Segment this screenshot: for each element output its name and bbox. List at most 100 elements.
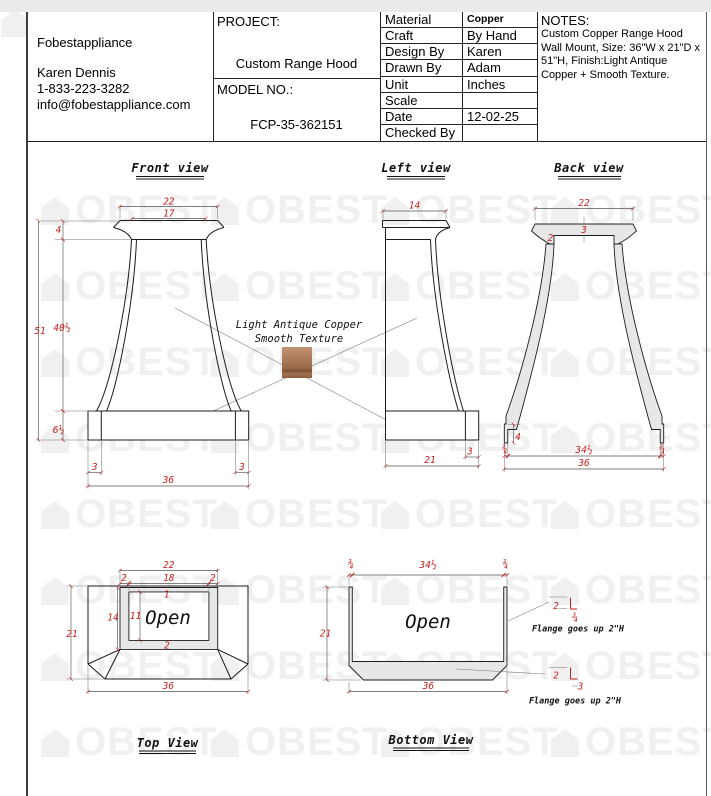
dim-label: 40½ — [53, 323, 70, 334]
dim-label: 22 — [578, 198, 590, 209]
finish-label: Light Antique Copper — [236, 319, 363, 331]
watermark-text: OBEST — [75, 188, 218, 232]
house-icon — [211, 272, 239, 301]
model-value: FCP-35-362151 — [250, 117, 343, 132]
watermark-text: OBEST — [415, 492, 558, 536]
watermark-text: OBEST — [585, 720, 711, 764]
bottom-view: Bottom View Open ¾ 34½ ¾ 21 36 2 ¾ Flang… — [320, 559, 625, 751]
house-icon — [1, 8, 29, 37]
spec-row: Checked By — [380, 125, 537, 141]
page-top-strip — [0, 0, 711, 12]
house-icon — [211, 196, 239, 225]
spec-row: Design By Karen — [380, 44, 537, 61]
dim-label: 34½ — [574, 445, 592, 456]
dim-label: 6½ — [53, 425, 65, 436]
dim-label: 3 — [580, 225, 587, 236]
spec-row: Unit Inches — [380, 77, 537, 93]
house-icon — [41, 500, 69, 529]
watermark: OBEST — [210, 720, 388, 765]
spec-label: Design By — [385, 44, 445, 60]
house-icon — [211, 728, 239, 757]
watermark-text: OBEST — [245, 416, 388, 460]
notes-label: NOTES: — [541, 13, 590, 28]
spec-label: Unit — [385, 76, 409, 92]
house-icon — [41, 196, 69, 225]
finish-callout: Light Antique Copper Smooth Texture — [164, 307, 418, 434]
view-title: Left view — [381, 161, 451, 175]
dim-label: 2 — [164, 641, 170, 652]
watermark: OBEST — [550, 568, 711, 613]
view-title: Front view — [131, 161, 209, 175]
house-icon — [551, 576, 579, 605]
dim-label: 2 — [121, 573, 127, 584]
flange-note: Flange goes up 2"H — [529, 697, 622, 707]
left-view: Left view 14 3 21 — [380, 161, 481, 469]
flange-note: Flange goes up 2"H — [532, 625, 625, 635]
spec-label: Date — [385, 108, 413, 124]
watermark-text: OBEST — [75, 644, 218, 688]
watermark-text: OBEST — [245, 188, 388, 232]
dim-label: 14 — [409, 201, 421, 212]
house-icon — [551, 424, 579, 453]
house-icon — [551, 500, 579, 529]
dim-label: 21 — [66, 629, 77, 640]
view-title: Back view — [553, 161, 624, 175]
divider — [537, 12, 538, 141]
spec-value: Copper — [467, 13, 504, 25]
open-label: Open — [145, 607, 191, 629]
top-view: Top View Open 22 2 18 2 1 14 11 21 2 36 — [66, 560, 251, 754]
watermark-text: OBEST — [75, 340, 218, 384]
house-icon — [551, 652, 579, 681]
flange-callout-top: 2 ¾ Flange goes up 2"H — [507, 596, 625, 635]
model-label: MODEL NO.: — [217, 82, 294, 97]
dim-label: 36 — [422, 681, 435, 692]
dim-label: 36 — [162, 475, 175, 486]
title-block: Fobestappliance Karen Dennis 1-833-223-3… — [27, 12, 706, 142]
watermark-text: OBEST — [585, 644, 711, 688]
house-icon — [41, 652, 69, 681]
dim-label: 34½ — [418, 560, 436, 571]
dim-label: 2 — [548, 233, 554, 244]
watermark: OBEST — [380, 264, 558, 309]
page-border-right — [706, 12, 707, 796]
dim-label: 4 — [515, 432, 521, 443]
dim-label: ¾ — [502, 559, 508, 570]
project-value: Custom Range Hood — [235, 56, 358, 71]
house-icon — [381, 728, 409, 757]
dim-label: 36 — [162, 681, 175, 692]
dim-label: 2 — [210, 573, 216, 584]
dim-label: 2 — [553, 671, 559, 682]
finish-label: Smooth Texture — [255, 333, 344, 345]
watermark: OBEST — [380, 492, 558, 537]
spec-value: Karen — [467, 44, 502, 60]
house-icon — [381, 272, 409, 301]
house-icon — [381, 576, 409, 605]
watermark: OBEST — [40, 340, 218, 385]
open-label: Open — [405, 611, 451, 633]
spec-row: Date 12-02-25 — [380, 109, 537, 125]
watermark: OBEST — [550, 720, 711, 765]
house-icon — [211, 500, 239, 529]
spec-row: Scale — [380, 93, 537, 109]
dim-label: 22 — [163, 197, 175, 208]
view-title: Top View — [137, 736, 199, 750]
house-icon — [551, 196, 579, 225]
house-icon — [551, 728, 579, 757]
watermark: OBEST — [380, 720, 558, 765]
watermark: OBEST — [550, 644, 711, 689]
house-icon — [381, 500, 409, 529]
watermark-text: OBEST — [245, 264, 388, 308]
divider — [380, 12, 381, 141]
company-name: Fobestappliance — [37, 35, 133, 50]
dim-label: 17 — [163, 209, 175, 220]
spec-row: Material Copper — [380, 12, 537, 29]
house-icon — [381, 348, 409, 377]
watermark-text: OBEST — [75, 720, 218, 764]
watermark: OBEST — [550, 492, 711, 537]
watermark: OBEST — [550, 416, 711, 461]
watermark-text: OBEST — [245, 720, 388, 764]
watermark-text: OBEST — [585, 568, 711, 612]
spec-label: Craft — [385, 28, 414, 44]
